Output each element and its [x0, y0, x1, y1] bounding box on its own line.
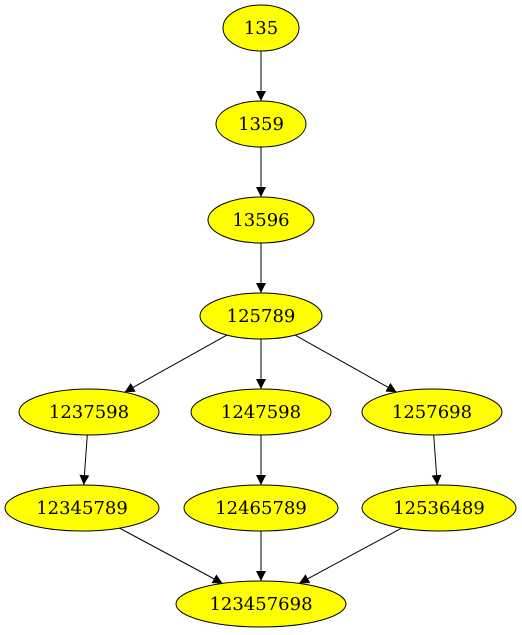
node-1257698: 1257698: [361, 388, 503, 436]
node-ellipse: [215, 100, 307, 148]
edge-n1237598-to-n12345789: [79, 434, 90, 486]
node-label: 123457698: [209, 594, 312, 615]
edge-n12536489-to-n123457698: [298, 527, 402, 584]
node-ellipse: [361, 388, 503, 436]
node-ellipse: [222, 4, 300, 52]
node-1247598: 1247598: [190, 388, 332, 436]
node-label: 12465789: [215, 498, 307, 519]
node-12536489: 12536489: [361, 484, 517, 532]
node-ellipse: [183, 484, 339, 532]
node-label: 12536489: [393, 498, 485, 519]
node-label: 1257698: [392, 402, 472, 423]
edge-n1257698-to-n12536489: [431, 434, 442, 486]
node-ellipse: [190, 388, 332, 436]
node-13596: 13596: [207, 196, 315, 244]
node-1359: 1359: [215, 100, 307, 148]
node-label: 1237598: [49, 402, 129, 423]
node-label: 1359: [238, 114, 284, 135]
edge-n12345789-to-n123457698: [119, 527, 223, 584]
node-12465789: 12465789: [183, 484, 339, 532]
node-label: 13596: [232, 210, 289, 231]
node-ellipse: [207, 196, 315, 244]
node-ellipse: [18, 388, 160, 436]
node-label: 125789: [227, 306, 296, 327]
edge-n125789-to-n1257698: [294, 334, 397, 393]
node-label: 135: [244, 18, 278, 39]
edges-layer: [79, 51, 442, 584]
node-12345789: 12345789: [4, 484, 160, 532]
node-label: 1247598: [221, 402, 301, 423]
node-ellipse: [199, 292, 323, 340]
node-123457698: 123457698: [175, 580, 347, 628]
nodes-layer: 135 1359 13596 125789 1237598 1247598 1257698 1…: [4, 4, 517, 628]
node-label: 12345789: [36, 498, 128, 519]
node-125789: 125789: [199, 292, 323, 340]
node-ellipse: [361, 484, 517, 532]
node-1237598: 1237598: [18, 388, 160, 436]
node-ellipse: [175, 580, 347, 628]
edge-n125789-to-n1237598: [124, 334, 228, 393]
node-ellipse: [4, 484, 160, 532]
node-135: 135: [222, 4, 300, 52]
